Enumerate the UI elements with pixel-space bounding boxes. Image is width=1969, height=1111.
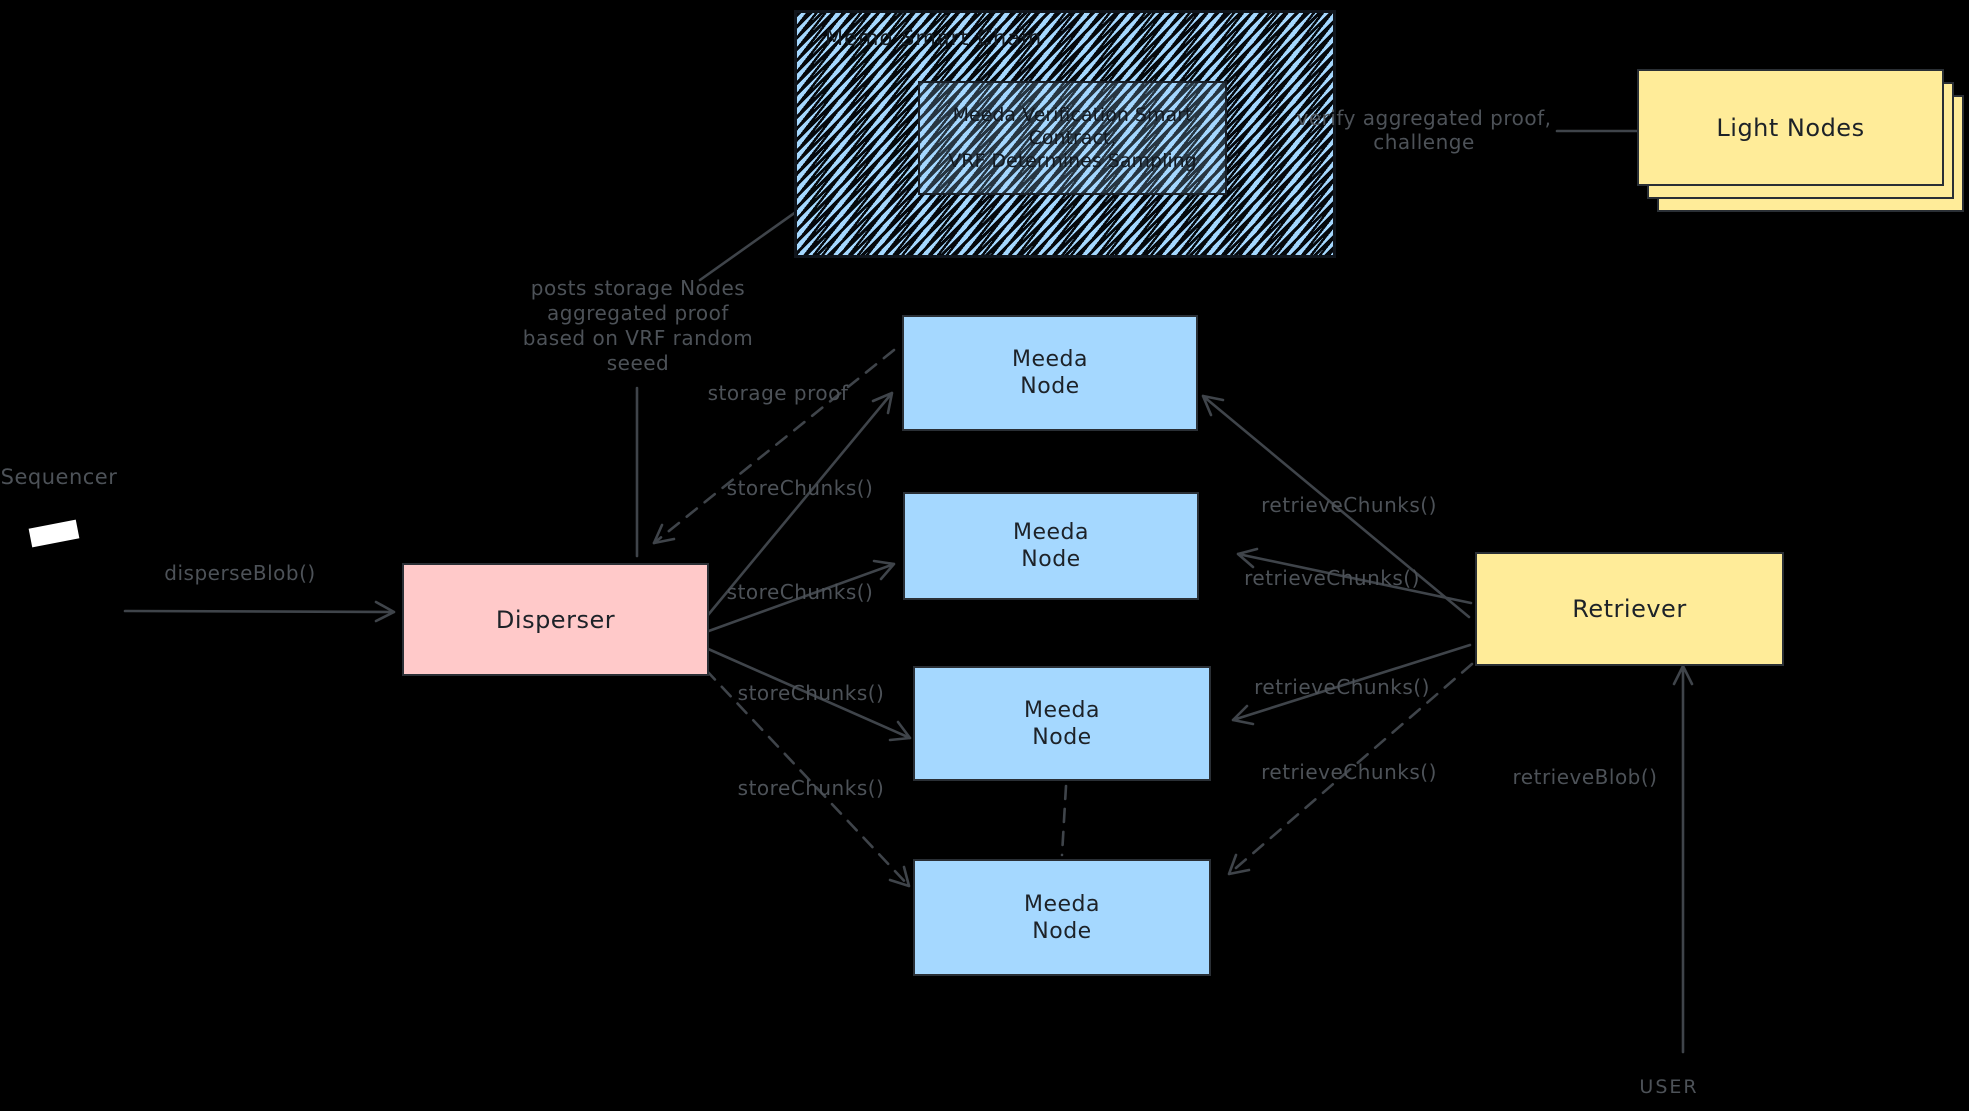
user-label: USER: [1639, 1076, 1699, 1098]
memo-smart-chain-title: Memo Smart Chain: [825, 26, 1043, 50]
meeda-node-box-2: Meeda Node: [903, 492, 1199, 600]
edge-retrieve-chunks-3-arrow: [1231, 643, 1472, 726]
meeda-node-1-label-line2: Node: [1020, 374, 1080, 399]
edge-disperse-blob-arrow: [123, 600, 396, 623]
meeda-node-3-label-line2: Node: [1032, 724, 1092, 750]
contract-label-line: Contract,: [1028, 126, 1117, 149]
meeda-node-1-label-line1: Meeda: [1012, 347, 1088, 372]
meeda-node-2-label-line1: Meeda: [1013, 520, 1089, 545]
edge-storage-proof-arrowhead: [652, 523, 676, 545]
disperser-box: Disperser: [402, 563, 709, 676]
light-nodes-label: Light Nodes: [1716, 113, 1865, 142]
retrieve-chunks-label-2: retrieveChunks(): [1244, 566, 1420, 590]
meeda-node-2-label-line2: Node: [1021, 547, 1081, 572]
verify-challenge-label: verify aggregated proof, challenge: [1296, 106, 1552, 154]
retrieve-chunks-label-1: retrieveChunks(): [1261, 493, 1437, 517]
edge-store-chunks-2-arrow: [704, 559, 896, 634]
store-chunks-label-1: storeChunks(): [726, 476, 874, 500]
store-chunks-label-3: storeChunks(): [737, 681, 885, 705]
edge-store-chunks-4-arrow: [704, 668, 911, 888]
retrieve-chunks-label-3: retrieveChunks(): [1254, 675, 1430, 699]
posts-proof-label: posts storage Nodes aggregated proof bas…: [522, 276, 754, 375]
edge-store-chunks-4-arrowhead: [888, 865, 911, 888]
meeda-node-box-1: Meeda Node: [902, 315, 1198, 431]
meeda-node-box-4: Meeda Node: [913, 859, 1211, 976]
retriever-label: Retriever: [1572, 595, 1687, 623]
edge-storage-proof-arrow: [652, 348, 896, 545]
contract-label-line: Meeda Verification Smart: [952, 103, 1193, 126]
edge-store-chunks-3-arrow: [704, 646, 912, 742]
light-nodes-card: Light Nodes: [1637, 69, 1944, 186]
edge-retrieve-chunks-4-arrowhead: [1227, 853, 1251, 876]
meeda-verification-contract-box: Meeda Verification Smart Contract, VRF D…: [918, 81, 1227, 195]
disperser-label: Disperser: [495, 605, 616, 634]
edge-retrieve-chunks-1-arrow: [1201, 394, 1471, 619]
meeda-node-3-label-line1: Meeda: [1024, 697, 1100, 723]
retrieve-chunks-label-4: retrieveChunks(): [1261, 760, 1437, 784]
meeda-node-4-label-line1: Meeda: [1024, 891, 1100, 917]
storage-proof-label: storage proof: [707, 381, 849, 405]
store-chunks-label-4: storeChunks(): [737, 776, 885, 800]
edge-retrieve-chunks-2-arrow: [1236, 547, 1473, 605]
meeda-node-box-3: Meeda Node: [913, 666, 1211, 781]
edge-node3-node4-connector: [1060, 784, 1068, 857]
meeda-node-4-label-line2: Node: [1032, 918, 1092, 944]
edge-retrieve-chunks-4-arrow: [1227, 662, 1474, 876]
retrieve-blob-label: retrieveBlob(): [1512, 765, 1658, 789]
sequencer-label: Sequencer: [0, 465, 118, 489]
memo-smart-chain-box: Memo Smart Chain Meeda Verification Smar…: [794, 10, 1336, 258]
store-chunks-label-2: storeChunks(): [726, 580, 874, 604]
edge-retrieve-blob-arrow: [1672, 664, 1694, 1054]
edge-store-chunks-1-arrow: [706, 391, 894, 617]
retriever-box: Retriever: [1475, 552, 1784, 666]
contract-label-line: VRF Determines Sampling: [948, 149, 1197, 172]
disperse-blob-label: disperseBlob(): [164, 561, 316, 585]
